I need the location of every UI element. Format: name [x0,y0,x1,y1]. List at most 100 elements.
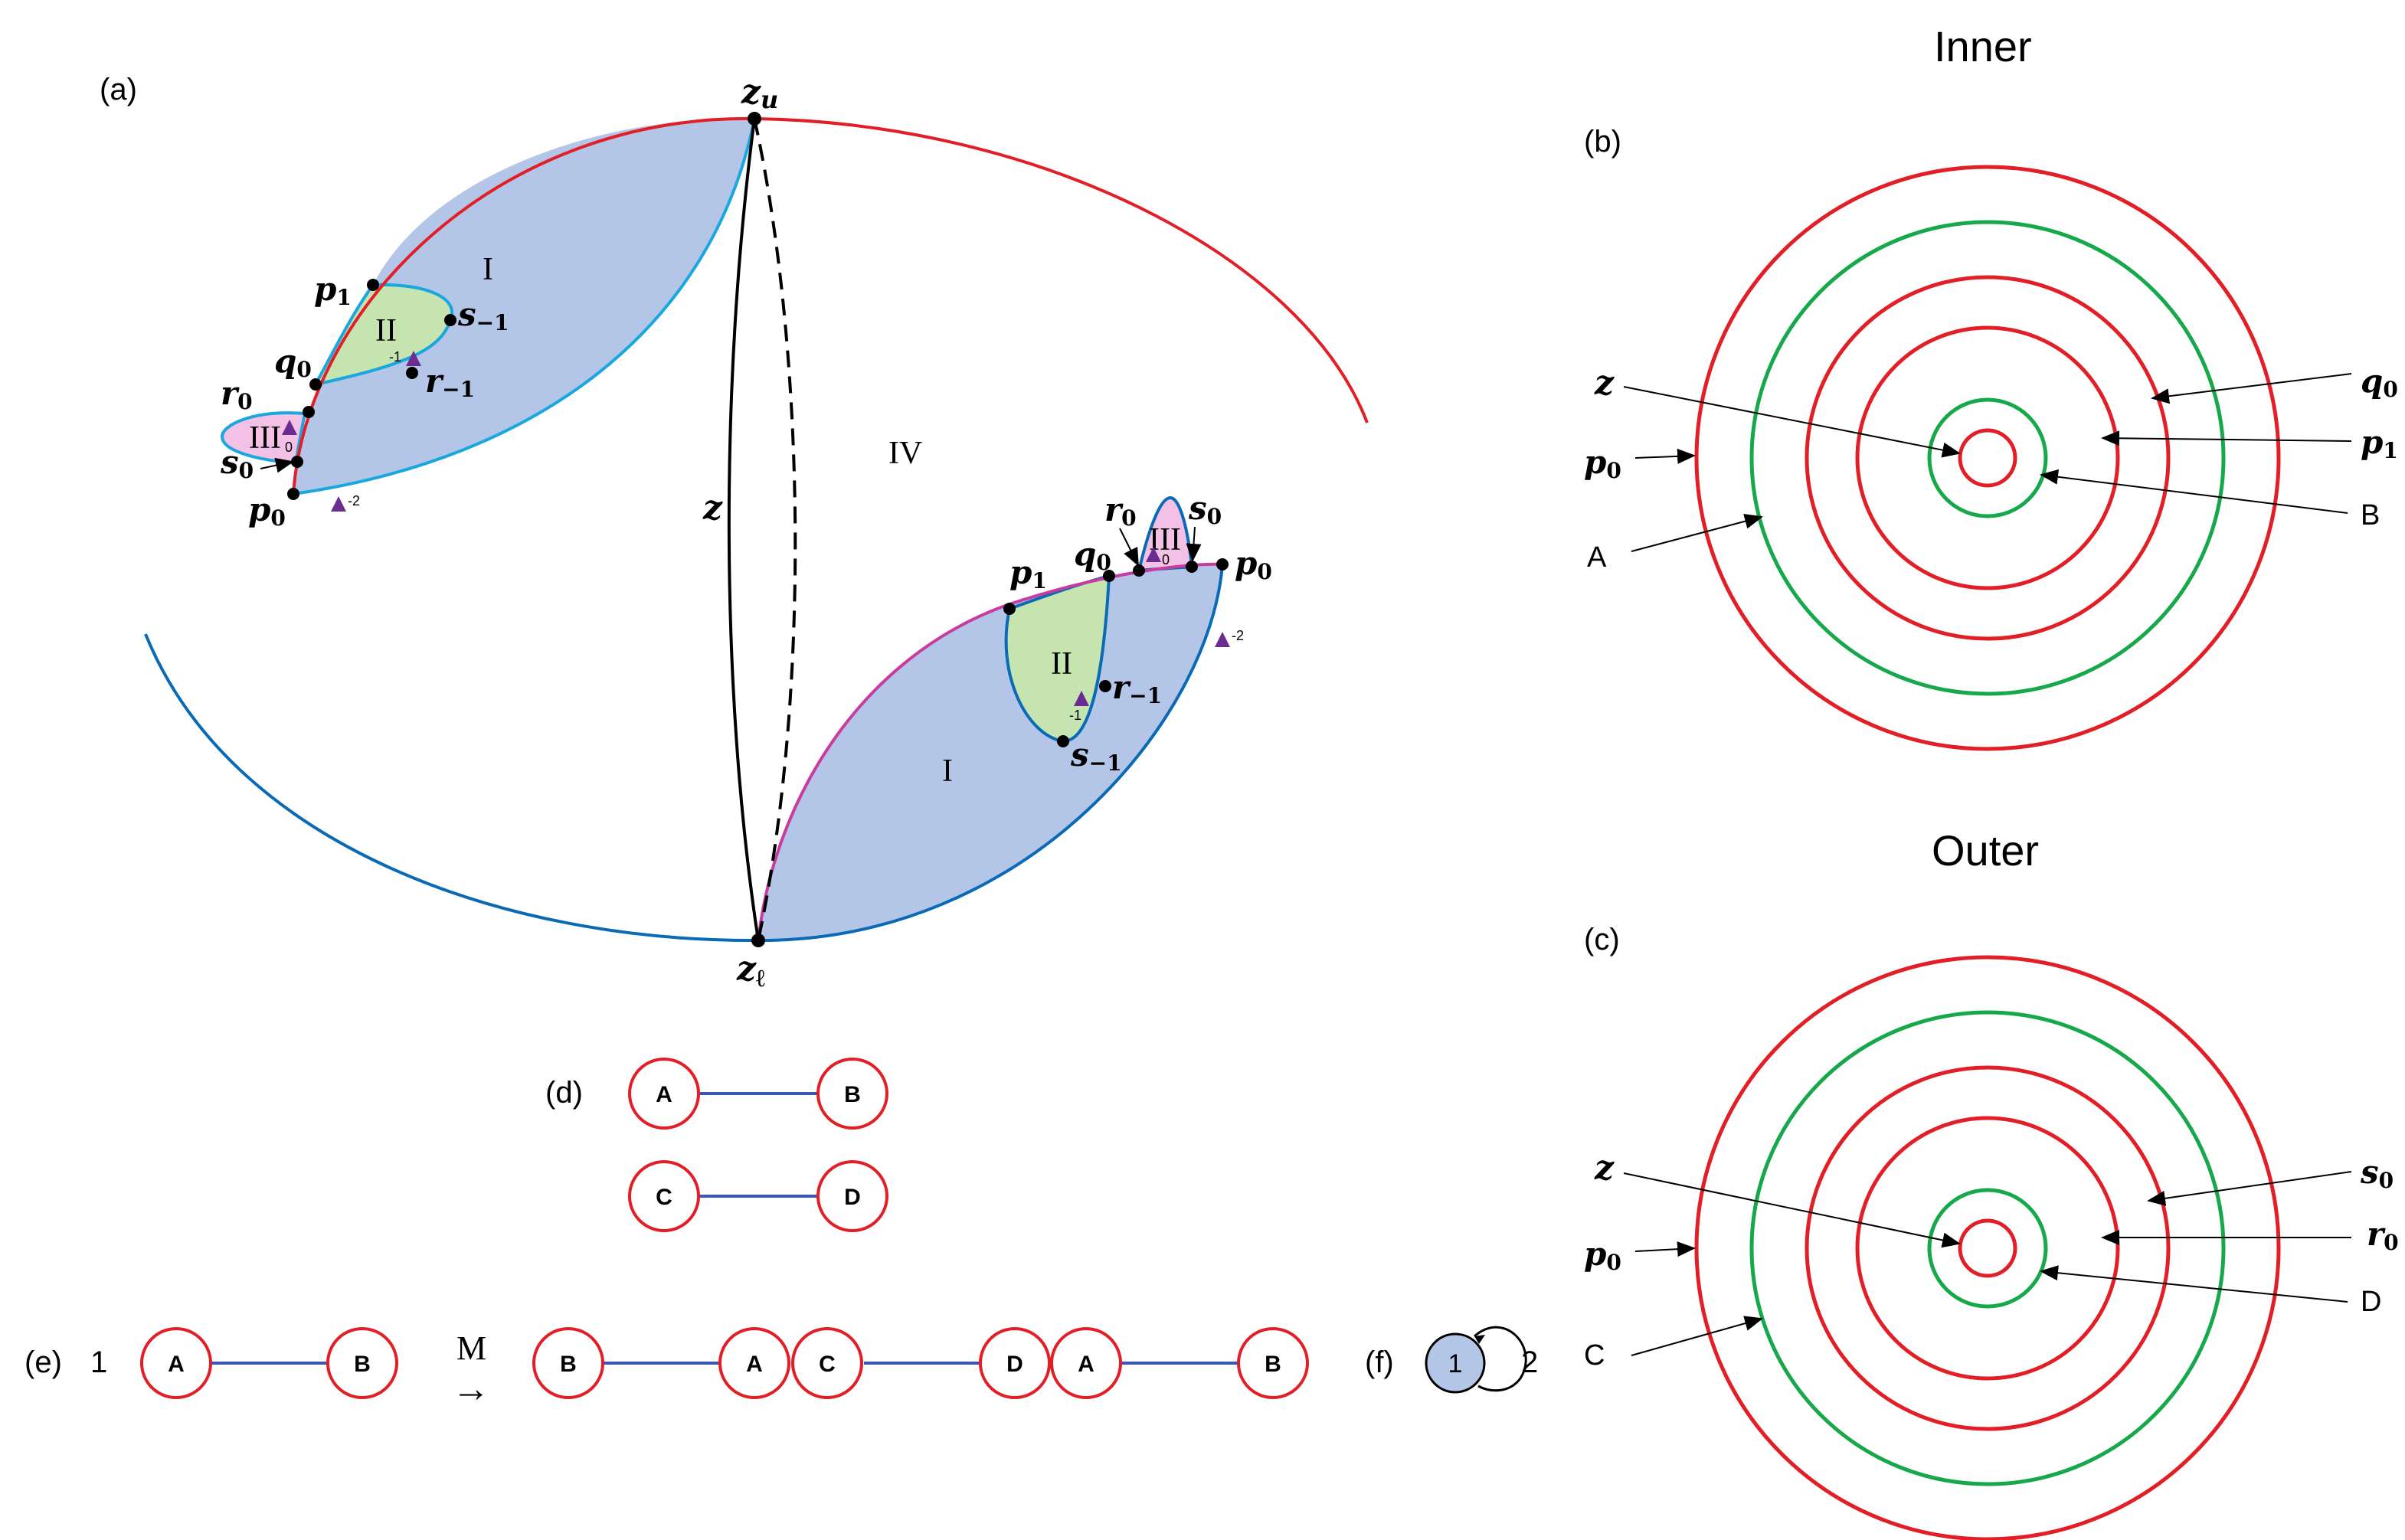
arrow-A [1631,513,1763,552]
label-s0: s0 [2360,1153,2394,1193]
ring-p0 [1694,955,2281,1540]
graph-e-left-label: 1 [90,1345,107,1379]
label-p1-lower: p1 [1009,554,1047,593]
region-label-IV: IV [888,436,922,471]
label-B: B [2361,499,2380,531]
panel-b: Inner (b) z p0 A q0 p1 B [1584,22,2398,751]
graph-node-D [816,1160,888,1232]
region-label-II-upper: II [375,313,397,348]
point-p0-lower [1216,558,1229,571]
triangle-label: -2 [348,493,360,508]
label-q0-lower: q0 [1074,535,1111,575]
label-z-loop: z [702,489,723,528]
arrow-s0-lower [1186,526,1202,562]
triangle-label: -1 [389,349,401,365]
graph-node-C [628,1160,700,1232]
graph-node [1237,1327,1309,1399]
arrow-s0 [2147,1171,2352,1206]
arrow-z [1623,386,1961,458]
arrow-q0 [2151,373,2352,404]
point-q0-lower [1103,570,1115,582]
point-r-1-upper [406,367,418,379]
graph-node [532,1327,604,1399]
graph-node-label: A [168,1352,185,1377]
region-II-upper [312,283,453,387]
graph-node-label: D [1006,1352,1023,1377]
ring-A [1749,220,2226,696]
point-zl [751,933,765,947]
graph-node [791,1327,863,1399]
graph-node-label: B [560,1352,577,1377]
label-p0: p0 [1584,443,1621,483]
self-loop-arrowhead [1474,1335,1485,1344]
point-s0-lower [1186,561,1198,573]
arrow-B [2040,469,2348,514]
graph-node-label: C [819,1352,836,1377]
label-z: z [1594,1149,1615,1188]
triangle-marker [331,496,346,512]
ring-C [1749,1010,2226,1486]
graph-node-B [816,1058,888,1130]
panel-c: Outer (c) z p0 C s0 r0 D [1584,826,2399,1540]
label-p1: p1 [2361,423,2398,463]
panel-d: (d) A B C D [545,1058,888,1232]
region-label-I-lower: I [942,754,953,789]
ring-B [1927,397,2048,518]
arrow-z [1623,1172,1961,1248]
graph-node-label: C [656,1185,672,1210]
graph-f-loop-label: 2 [1521,1345,1538,1379]
label-q0-upper: q0 [274,342,312,382]
title-outer: Outer [1932,826,2039,875]
graph-node [979,1327,1051,1399]
point-s0-upper [291,456,303,468]
region-I-upper [293,118,754,495]
graph-node-label: A [746,1352,763,1377]
label-r-1-upper: r−1 [425,362,475,402]
triangle-marker [282,420,297,435]
triangle-label: 0 [1162,552,1170,567]
panel-label-a: (a) [100,73,137,106]
z-loop-solid [727,118,760,941]
panel-a: (a) I II III IV I II III -1 [100,73,1369,992]
map-arrow: → [452,1367,490,1410]
label-D: D [2361,1286,2381,1318]
triangle-label: -2 [1232,628,1244,643]
arrow-D [2040,1265,2348,1303]
panel-f: (f) 1 2 [1365,1326,1538,1394]
label-z: z [1594,364,1615,403]
arrow-r0-lower [1119,528,1139,567]
point-p1-upper [367,279,379,291]
graph-node [140,1327,212,1399]
label-p0-lower: p0 [1235,544,1272,584]
label-r0-lower: r0 [1104,491,1137,531]
graph-node [718,1327,790,1399]
self-loop [1474,1326,1527,1392]
ring-q0 [1805,275,2171,641]
upper-piece-bottom-curve [293,118,756,495]
label-s0-lower: s0 [1188,489,1222,529]
region-label-I-upper: I [483,252,493,287]
label-s-1-lower: s−1 [1070,736,1122,776]
region-label-II-lower: II [1051,646,1072,682]
point-q0-upper [309,378,322,391]
panel-e: (e) 1 A B M → B A C D A B [25,1327,1309,1410]
panel-label-c: (c) [1584,923,1620,956]
point-s-1-upper [444,314,456,326]
lower-piece-top-curve [757,562,1223,941]
panel-label-e: (e) [25,1345,62,1379]
ring-z [1958,428,2017,488]
label-p1-upper: p1 [314,270,352,310]
arrow-p0 [1634,1241,1696,1257]
triangle-marker [1146,547,1161,562]
point-r0-upper [303,406,315,418]
graph-node-label: D [844,1185,861,1210]
point-r-1-lower [1099,680,1111,692]
label-r0-upper: r0 [221,374,253,414]
label-p0-upper: p0 [248,491,286,531]
triangle-marker [406,351,421,366]
panel-label-b: (b) [1584,125,1621,159]
arrow-p1 [2101,430,2352,446]
title-inner: Inner [1934,22,2032,70]
point-p1-lower [1003,603,1016,615]
